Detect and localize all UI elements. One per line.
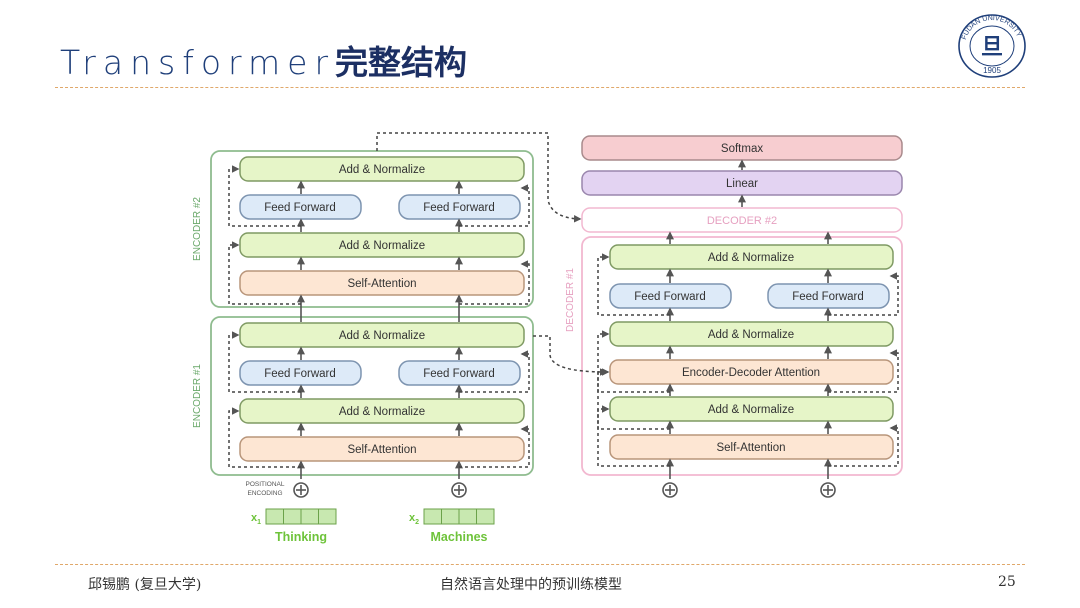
- footer-course: 自然语言处理中的预训练模型: [440, 577, 622, 593]
- dec1-ff-right-label: Feed Forward: [792, 291, 864, 303]
- enc1-ff-right-label: Feed Forward: [423, 368, 495, 380]
- x1-label: x1: [251, 512, 261, 526]
- encoder2-label: ENCODER #2: [192, 197, 203, 261]
- dec1-add-norm-top: [609, 244, 894, 270]
- linear-label: Linear: [726, 178, 758, 190]
- enc1-add-norm-top-label: Add & Normalize: [339, 330, 425, 342]
- enc1-add-norm-top: [239, 322, 525, 348]
- logo-glyph: 旦: [981, 34, 1003, 59]
- enc2-self-attention-label: Self-Attention: [347, 278, 416, 290]
- encoder1-label: ENCODER #1: [192, 364, 203, 428]
- dec1-ff-left-label: Feed Forward: [634, 291, 706, 303]
- encoder1-container: [210, 316, 534, 476]
- x2-label: x2: [409, 512, 419, 526]
- enc2-ff-right-label: Feed Forward: [423, 202, 495, 214]
- slide-title: Transformer完整结构: [60, 36, 467, 84]
- enc2-self-attention: [239, 270, 525, 296]
- enc1-self-attention-label: Self-Attention: [347, 444, 416, 456]
- decoder1-label: DECODER #1: [565, 268, 576, 332]
- embedding-x1: [265, 508, 337, 525]
- positional-label-1: POSITIONAL: [245, 481, 284, 488]
- dec1-add-norm-top-label: Add & Normalize: [708, 252, 794, 264]
- enc1-self-attention: [239, 436, 525, 462]
- bottom-divider: [55, 564, 1025, 565]
- enc2-add-norm-bottom-label: Add & Normalize: [339, 240, 425, 252]
- dec1-self-attention-label: Self-Attention: [716, 442, 785, 454]
- title-latin: Transformer: [60, 43, 336, 82]
- title-cjk: 完整结构: [335, 43, 468, 82]
- enc1-add-norm-bottom-label: Add & Normalize: [339, 406, 425, 418]
- dec1-add-norm-bottom-label: Add & Normalize: [708, 404, 794, 416]
- decoder2-block: [581, 207, 903, 233]
- dec1-enc-dec-attention-label: Encoder-Decoder Attention: [682, 367, 820, 379]
- footer-author: 邱锡鹏 (复旦大学): [88, 577, 202, 593]
- dec1-add-norm-mid-label: Add & Normalize: [708, 329, 794, 341]
- enc2-ff-left-label: Feed Forward: [264, 202, 336, 214]
- positional-encoding-adders: [293, 482, 836, 498]
- enc1-ff-left-label: Feed Forward: [264, 368, 336, 380]
- top-divider: [55, 87, 1025, 88]
- footer-page-number: 25: [998, 574, 1016, 590]
- decoder1-container: [581, 236, 903, 476]
- encoder2-container: [210, 150, 534, 308]
- positional-label-2: ENCODING: [247, 490, 282, 497]
- enc2-add-norm-top: [239, 156, 525, 182]
- enc2-add-norm-bottom: [239, 232, 525, 258]
- logo-year: 1905: [983, 66, 1001, 75]
- dec1-add-norm-mid: [609, 321, 894, 347]
- word-machines: Machines: [431, 530, 488, 544]
- university-logo: FUDAN UNIVERSITY 1905 旦: [958, 14, 1026, 78]
- dec1-add-norm-bottom: [609, 396, 894, 422]
- embedding-x2: [423, 508, 495, 525]
- softmax-label: Softmax: [721, 143, 763, 155]
- decoder2-label: DECODER #2: [707, 215, 777, 227]
- word-thinking: Thinking: [275, 530, 327, 544]
- dec1-enc-dec-attention: [609, 359, 894, 385]
- dec1-self-attention: [609, 434, 894, 460]
- plus-icon: [296, 485, 833, 495]
- enc2-add-norm-top-label: Add & Normalize: [339, 164, 425, 176]
- enc1-add-norm-bottom: [239, 398, 525, 424]
- residual-connections: [228, 132, 899, 468]
